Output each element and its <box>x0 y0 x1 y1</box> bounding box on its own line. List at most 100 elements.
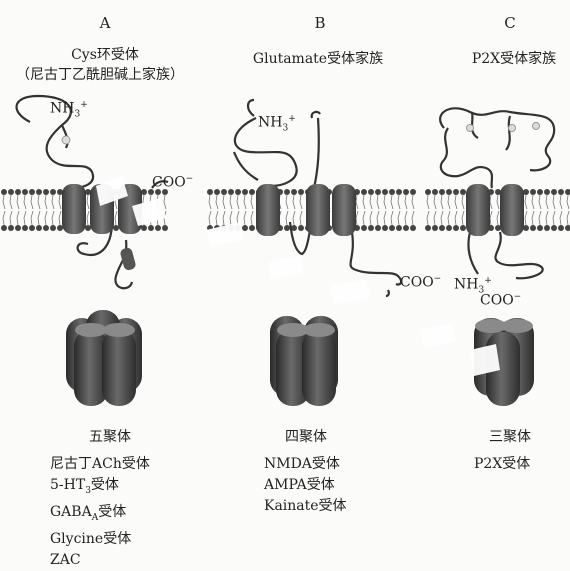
column-b-c-terminus: COO− <box>400 274 442 291</box>
lipid-head <box>8 189 14 195</box>
lipid-tail <box>426 210 430 226</box>
lipid-tail <box>552 194 556 210</box>
lipid-head <box>403 189 409 195</box>
lipid-head <box>410 189 416 195</box>
lipid-head <box>495 189 501 195</box>
lipid-tail <box>489 194 493 210</box>
column-b-example: NMDA受体 <box>264 456 340 472</box>
lipid-head <box>15 225 21 231</box>
column-c-c-terminus: COO− <box>480 292 522 309</box>
lipid-tail <box>433 210 437 226</box>
lipid-head <box>228 189 234 195</box>
lipid-head <box>162 189 168 195</box>
lipid-tail <box>496 194 500 210</box>
lipid-head <box>249 225 255 231</box>
lipid-tail <box>390 210 394 226</box>
lipid-head <box>537 189 543 195</box>
lipid-head <box>249 189 255 195</box>
lipid-tail <box>355 194 359 210</box>
lipid-head <box>57 225 63 231</box>
lipid-tail <box>566 194 570 210</box>
lipid-head <box>375 189 381 195</box>
lipid-tail <box>545 194 549 210</box>
lipid-head <box>291 189 297 195</box>
lipid-head <box>50 189 56 195</box>
lipid-tail <box>376 194 380 210</box>
lipid-head <box>375 225 381 231</box>
lipid-tail <box>250 210 254 226</box>
lipid-tail <box>545 210 549 226</box>
column-a-n-terminus: NH3+ <box>50 100 88 120</box>
lipid-tail <box>538 194 542 210</box>
lipid-head <box>284 189 290 195</box>
lipid-head <box>148 189 154 195</box>
column-c-example: P2X受体 <box>474 456 531 472</box>
lipid-tail <box>236 194 240 210</box>
lipid-tail <box>411 194 415 210</box>
lipid-tail <box>461 210 465 226</box>
lipid-tail <box>30 210 34 226</box>
lipid-tail <box>552 210 556 226</box>
lipid-tail <box>566 210 570 226</box>
lipid-head <box>50 225 56 231</box>
column-a-example: Glycine受体 <box>50 530 132 547</box>
lipid-tail <box>250 194 254 210</box>
lipid-tail <box>243 194 247 210</box>
lipid-tail <box>559 194 563 210</box>
column-c-assembly: 三聚体 <box>489 429 531 445</box>
lipid-tail <box>58 210 62 226</box>
lipid-tail <box>285 210 289 226</box>
lipid-tail <box>86 194 90 210</box>
lipid-head <box>544 225 550 231</box>
glutamate-topology <box>232 98 403 298</box>
column-b-letter: B <box>314 14 326 32</box>
lipid-tail <box>9 194 13 210</box>
lipid-tail <box>163 194 167 210</box>
lipid-tail <box>215 210 219 226</box>
lipid-head <box>382 225 388 231</box>
lipid-tail <box>440 210 444 226</box>
lipid-tail <box>411 210 415 226</box>
lipid-tail <box>51 210 55 226</box>
column-a-assembly: 五聚体 <box>89 429 131 445</box>
lipid-tail <box>397 210 401 226</box>
column-a-example: ZAC <box>50 551 81 568</box>
lipid-head <box>43 189 49 195</box>
lipid-head <box>565 225 570 231</box>
lipid-head <box>453 225 459 231</box>
lipid-head <box>162 225 168 231</box>
p2x-helices <box>466 184 524 236</box>
lipid-head <box>432 189 438 195</box>
cys-loop-helices <box>62 184 142 271</box>
lipid-head <box>389 225 395 231</box>
lipid-tail <box>454 210 458 226</box>
lipid-head <box>495 225 501 231</box>
lipid-tail <box>383 194 387 210</box>
lipid-head <box>403 225 409 231</box>
cys-loop-topology <box>15 94 169 290</box>
lipid-tail <box>426 194 430 210</box>
column-b-assembly: 四聚体 <box>285 429 327 445</box>
lipid-tail <box>524 210 528 226</box>
lipid-tail <box>208 210 212 226</box>
lipid-tail <box>44 194 48 210</box>
lipid-head <box>425 225 431 231</box>
lipid-tail <box>461 194 465 210</box>
lipid-head <box>148 225 154 231</box>
lipid-head <box>530 189 536 195</box>
lipid-tail <box>222 194 226 210</box>
lipid-head <box>291 225 297 231</box>
lipid-tail <box>30 194 34 210</box>
lipid-tail <box>433 194 437 210</box>
lipid-tail <box>222 210 226 226</box>
lipid-head <box>551 225 557 231</box>
lipid-head <box>242 225 248 231</box>
lipid-head <box>361 225 367 231</box>
lipid-head <box>361 189 367 195</box>
lipid-head <box>141 189 147 195</box>
column-a-example: 尼古丁ACh受体 <box>50 456 150 472</box>
lipid-tail <box>292 194 296 210</box>
lipid-tail <box>292 210 296 226</box>
lipid-head <box>439 225 445 231</box>
